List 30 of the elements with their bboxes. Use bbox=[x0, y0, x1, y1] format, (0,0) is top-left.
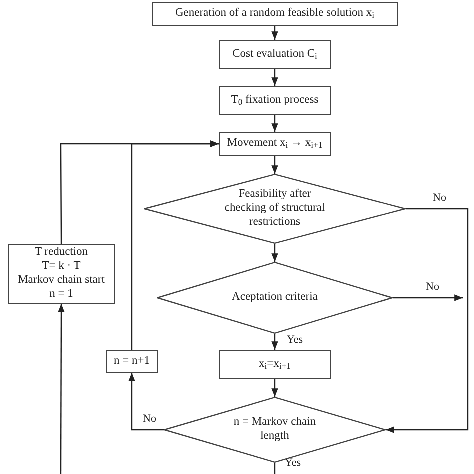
node-text: T$_{0}$ fixation process bbox=[231, 94, 319, 108]
node-text: n = n+1 bbox=[114, 354, 150, 368]
node-text: Cost evaluation C$_{i}$ bbox=[232, 48, 318, 62]
node-text: Markov chain start bbox=[18, 274, 105, 288]
node-text: T reduction bbox=[34, 246, 88, 260]
arrow bbox=[272, 334, 278, 350]
arrow bbox=[272, 156, 278, 174]
arrow bbox=[272, 379, 278, 397]
node-text: n = 1 bbox=[50, 288, 74, 302]
node-text: x$_{i}$=x$_{i+1}$ bbox=[259, 358, 291, 372]
edge-label: No bbox=[432, 193, 448, 204]
node-text: Movement x$_{i}$ → x$_{i+1}$ bbox=[227, 137, 323, 151]
arrow bbox=[128, 373, 164, 431]
arrow bbox=[58, 304, 65, 474]
arrow bbox=[393, 294, 463, 302]
arrow bbox=[272, 115, 278, 132]
arrow bbox=[60, 140, 219, 244]
arrow bbox=[272, 244, 278, 262]
arrow bbox=[386, 208, 469, 434]
node-text: Aceptation criteria bbox=[232, 291, 318, 305]
node-text: T= k · T bbox=[42, 260, 81, 274]
node-text: Generation of a random feasible solution x$_{i}$ bbox=[175, 7, 375, 21]
arrow bbox=[272, 69, 278, 86]
edge-label: Yes bbox=[284, 458, 302, 469]
edge-label: No bbox=[142, 414, 158, 425]
edge-label: No bbox=[425, 282, 440, 293]
node-text: Feasibility after checking of structural restrictions bbox=[224, 188, 326, 230]
edge-label: Yes bbox=[286, 335, 304, 346]
node-text: n = Markov chain length bbox=[232, 416, 318, 444]
arrow bbox=[272, 26, 278, 40]
